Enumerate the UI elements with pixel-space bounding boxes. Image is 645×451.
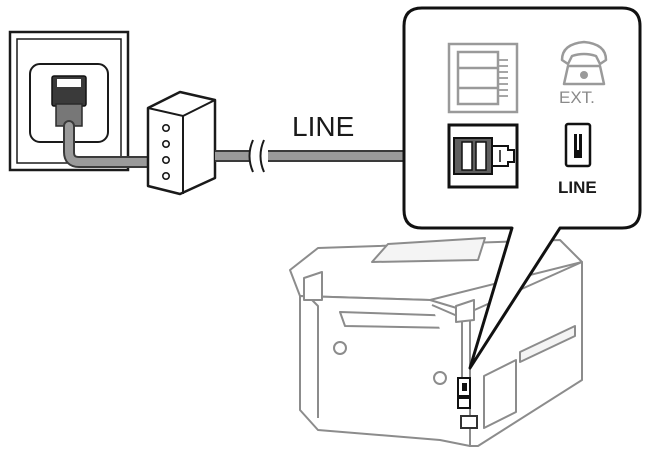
telephone-icon xyxy=(560,40,608,86)
ext-port-label: EXT. xyxy=(559,88,595,107)
led-indicator xyxy=(162,172,171,181)
line-port-label: LINE xyxy=(558,178,597,197)
cable-break-mark xyxy=(259,139,265,173)
wall-jack xyxy=(8,30,130,172)
wall-line-icon xyxy=(564,122,592,168)
ext-port-icon xyxy=(447,42,519,114)
line-cable-label: LINE xyxy=(292,111,354,142)
line-port-icon xyxy=(447,123,519,189)
led-indicator xyxy=(162,156,171,165)
cable-break-mark xyxy=(248,139,254,173)
led-indicator xyxy=(162,124,171,133)
cable-wall-to-splitter xyxy=(63,120,166,168)
led-indicator xyxy=(162,140,171,149)
printer-rear-ports xyxy=(457,377,478,429)
wall-plug-icon xyxy=(51,75,87,127)
usb-port-icon xyxy=(460,415,478,429)
line-splitter-device xyxy=(146,90,217,196)
printer xyxy=(289,237,583,447)
